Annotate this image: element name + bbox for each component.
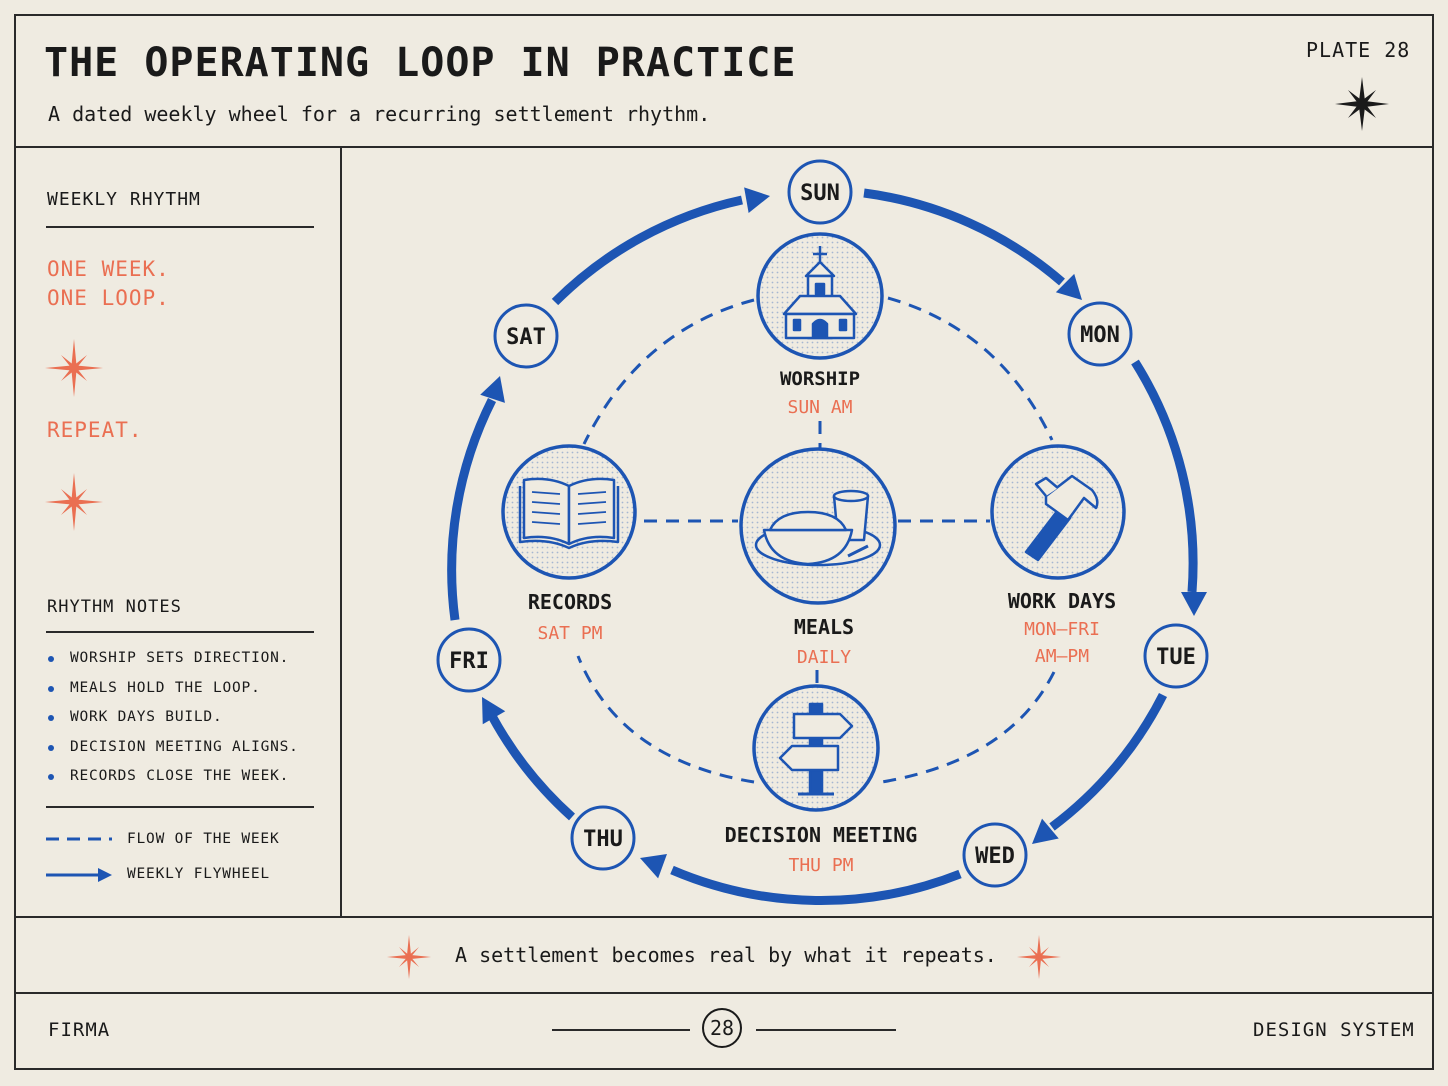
tagline-line-2: ONE LOOP. bbox=[47, 286, 170, 310]
page-title: THE OPERATING LOOP IN PRACTICE bbox=[44, 40, 797, 86]
closing-quote: A settlement becomes real by what it rep… bbox=[455, 943, 997, 967]
day-markers: SUN MON TUE WED THU FRI SAT bbox=[436, 159, 1209, 888]
arc-sat-sun bbox=[551, 195, 743, 306]
arrowhead-icon bbox=[640, 853, 667, 879]
arc-mon-tue bbox=[1131, 359, 1198, 593]
node-time: SUN AM bbox=[787, 397, 852, 418]
flywheel-arrows bbox=[447, 188, 1198, 906]
node-label: WORSHIP bbox=[780, 368, 860, 390]
day-tue: TUE bbox=[1143, 623, 1209, 689]
bullet-icon bbox=[48, 656, 54, 662]
node-records: RECORDS SAT PM bbox=[501, 444, 637, 644]
node-meals: MEALS DAILY bbox=[739, 447, 897, 668]
sparkle-icon bbox=[1017, 935, 1061, 979]
bullet-icon bbox=[48, 715, 54, 721]
svg-text:MON: MON bbox=[1080, 323, 1120, 348]
arrowhead-icon bbox=[1181, 592, 1207, 616]
sparkle-icon bbox=[45, 473, 103, 531]
footer-rule-right bbox=[756, 1029, 896, 1031]
node-time: AM–PM bbox=[1035, 646, 1089, 667]
svg-text:WED: WED bbox=[975, 844, 1015, 869]
header-divider bbox=[14, 146, 1434, 148]
bullet-icon bbox=[48, 774, 54, 780]
node-decision-meeting: DECISION MEETING THU PM bbox=[725, 684, 918, 876]
arrowhead-icon bbox=[744, 187, 770, 213]
compass-star-icon bbox=[1335, 77, 1389, 131]
legend-dashed-label: FLOW OF THE WEEK bbox=[127, 831, 280, 847]
main-divider bbox=[14, 916, 1434, 918]
sparkle-icon bbox=[45, 339, 103, 397]
day-fri: FRI bbox=[436, 627, 502, 693]
plate-number: PLATE 28 bbox=[1306, 38, 1411, 62]
day-sun: SUN bbox=[787, 159, 853, 225]
arc-tue-wed bbox=[1049, 692, 1168, 831]
open-book-icon bbox=[518, 477, 620, 550]
arc-wed-thu bbox=[670, 865, 962, 906]
signpost-icon bbox=[778, 702, 854, 796]
svg-text:THU: THU bbox=[583, 827, 623, 852]
day-sat: SAT bbox=[493, 303, 559, 369]
svg-text:SAT: SAT bbox=[506, 325, 546, 350]
legend-rule bbox=[46, 806, 314, 808]
arrowhead-icon bbox=[482, 697, 506, 725]
day-wed: WED bbox=[962, 822, 1028, 888]
arc-sun-mon bbox=[863, 188, 1065, 286]
sparkle-icon bbox=[387, 935, 431, 979]
list-item: WORK DAYS BUILD. bbox=[48, 709, 299, 739]
node-work-days: WORK DAYS MON–FRI AM–PM bbox=[990, 444, 1126, 667]
footer-brand: FIRMA bbox=[48, 1019, 111, 1041]
svg-text:SUN: SUN bbox=[800, 181, 840, 206]
node-time: SAT PM bbox=[537, 623, 602, 644]
flywheel-arrowheads bbox=[480, 187, 1207, 879]
node-time: THU PM bbox=[788, 855, 853, 876]
footer-rule-left bbox=[552, 1029, 690, 1031]
list-item: WORSHIP SETS DIRECTION. bbox=[48, 650, 299, 680]
page-frame bbox=[14, 14, 1434, 1070]
bullet-icon bbox=[48, 685, 54, 692]
weekly-rhythm-rule bbox=[46, 226, 314, 228]
svg-text:FRI: FRI bbox=[449, 649, 489, 674]
church-icon bbox=[782, 246, 858, 340]
page-number: 28 bbox=[709, 1016, 735, 1040]
node-time: MON–FRI bbox=[1024, 619, 1100, 640]
weekly-wheel-diagram: SUN MON TUE WED THU FRI SAT bbox=[436, 159, 1209, 906]
flow-of-week-lines bbox=[576, 296, 1056, 784]
arrowhead-icon bbox=[1032, 818, 1059, 844]
dashed-line-legend-icon bbox=[46, 837, 112, 841]
rhythm-notes-list: WORSHIP SETS DIRECTION. MEALS HOLD THE L… bbox=[48, 650, 299, 798]
meal-bowl-icon bbox=[754, 489, 882, 567]
node-label: RECORDS bbox=[528, 590, 612, 614]
node-label: MEALS bbox=[794, 615, 854, 639]
svg-text:TUE: TUE bbox=[1156, 645, 1196, 670]
day-mon: MON bbox=[1067, 301, 1133, 367]
node-time: DAILY bbox=[797, 647, 851, 668]
legend-arrow-label: WEEKLY FLYWHEEL bbox=[127, 866, 270, 882]
page-number-badge: 28 bbox=[702, 1008, 742, 1048]
hammer-icon bbox=[1024, 474, 1099, 562]
rhythm-notes-heading: RHYTHM NOTES bbox=[47, 597, 182, 617]
bullet-icon bbox=[48, 744, 54, 751]
node-worship: WORSHIP SUN AM bbox=[756, 232, 884, 418]
node-label: DECISION MEETING bbox=[725, 823, 918, 847]
arrowhead-icon bbox=[480, 376, 505, 403]
tagline-line-1: ONE WEEK. bbox=[47, 257, 170, 281]
arc-thu-fri bbox=[488, 713, 576, 821]
arrowhead-icon bbox=[1055, 273, 1082, 300]
list-item: DECISION MEETING ALIGNS. bbox=[48, 739, 299, 769]
list-item: MEALS HOLD THE LOOP. bbox=[48, 680, 299, 710]
day-thu: THU bbox=[570, 805, 636, 871]
repeat-text: REPEAT. bbox=[47, 418, 143, 442]
list-item: RECORDS CLOSE THE WEEK. bbox=[48, 768, 299, 798]
footer-section: DESIGN SYSTEM bbox=[1253, 1019, 1415, 1041]
node-label: WORK DAYS bbox=[1008, 589, 1116, 613]
rhythm-notes-rule bbox=[46, 631, 314, 633]
page-subtitle: A dated weekly wheel for a recurring set… bbox=[48, 102, 711, 126]
arrow-legend-icon bbox=[46, 868, 112, 882]
quote-divider bbox=[14, 992, 1434, 994]
sidebar-divider bbox=[340, 146, 342, 918]
weekly-rhythm-heading: WEEKLY RHYTHM bbox=[47, 189, 201, 210]
arc-fri-sat bbox=[447, 397, 497, 621]
